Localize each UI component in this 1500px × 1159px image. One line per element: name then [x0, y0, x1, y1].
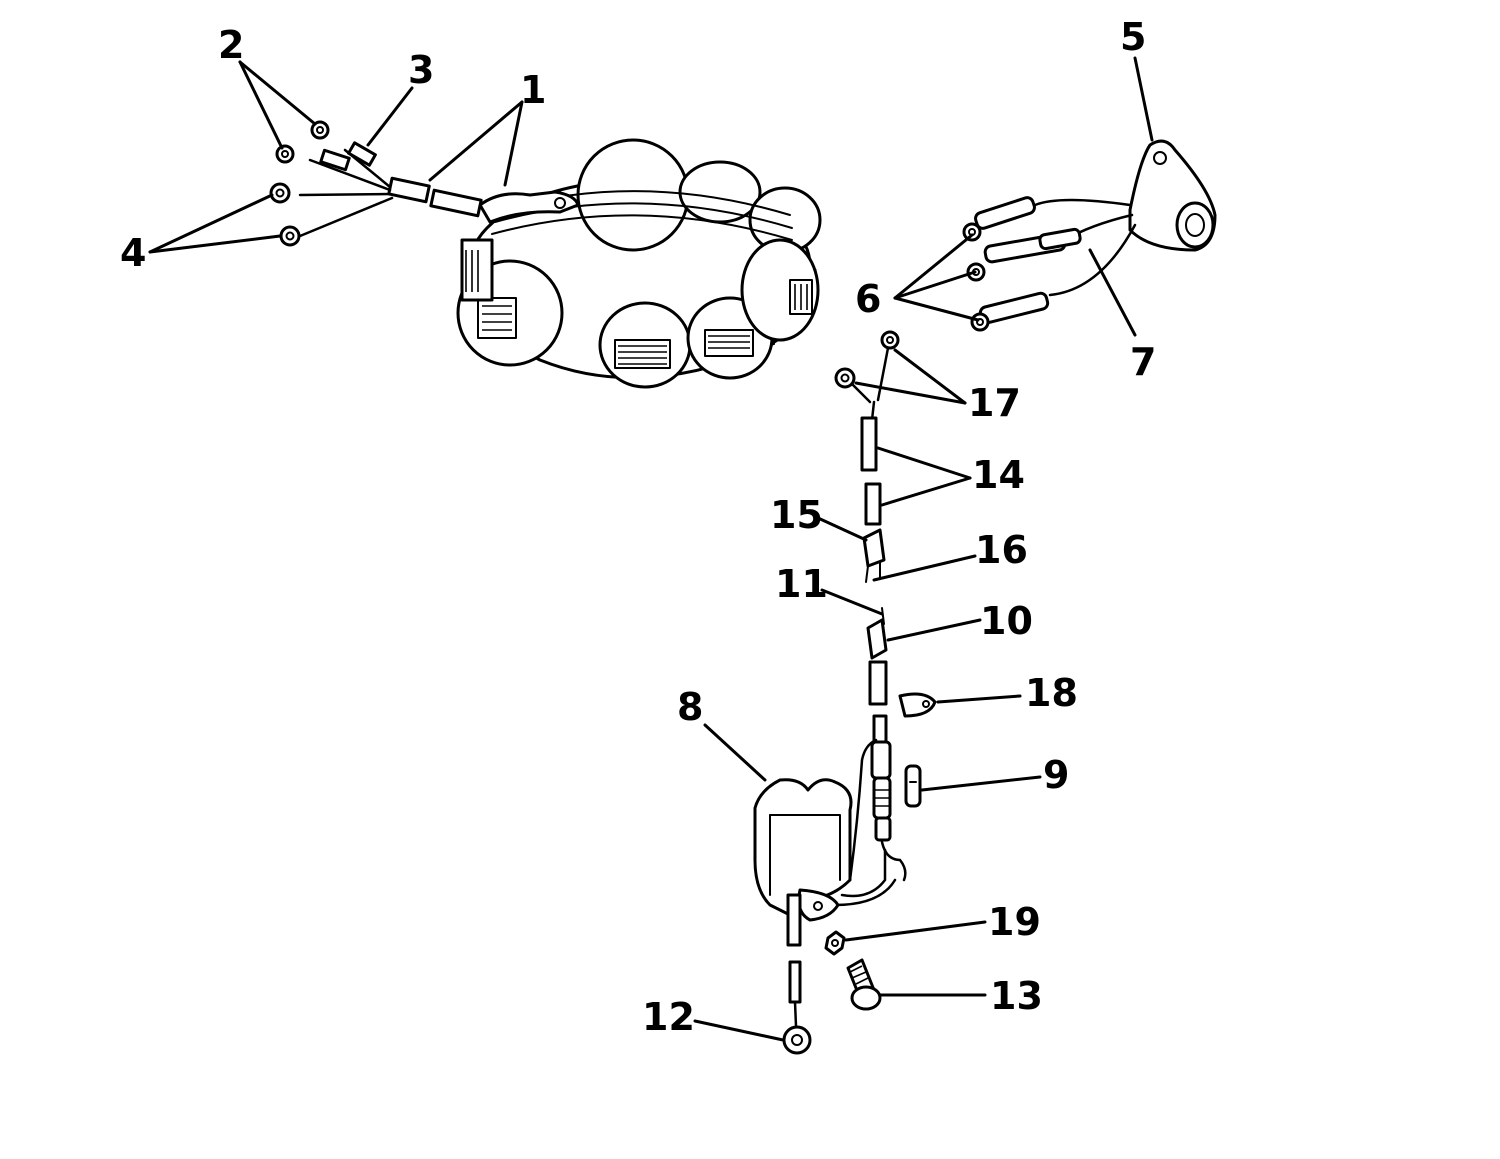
callout-1: 1: [520, 68, 546, 112]
callout-labels: 1 2 3 4 5 6 7 8 9 10 11 12 13 14 15 16 1…: [120, 15, 1156, 1039]
callout-5: 5: [1120, 15, 1146, 59]
ring-terminal: [275, 144, 295, 164]
leader-lines: [148, 56, 1154, 1042]
trigger-assembly: [962, 139, 1217, 332]
harness-lead: [834, 330, 937, 882]
callout-3: 3: [408, 48, 434, 92]
callout-18: 18: [1025, 671, 1078, 715]
callout-11: 11: [775, 562, 828, 606]
callout-8: 8: [677, 685, 703, 729]
ring-terminal: [279, 225, 301, 247]
callout-13: 13: [990, 974, 1043, 1018]
callout-9: 9: [1043, 753, 1069, 797]
callout-17: 17: [968, 381, 1021, 425]
ring-terminal: [310, 120, 330, 140]
stator-leads: [269, 120, 483, 247]
callout-15: 15: [770, 493, 823, 537]
callout-14: 14: [972, 453, 1025, 497]
callout-6: 6: [855, 277, 881, 321]
callout-16: 16: [975, 528, 1028, 572]
callout-7: 7: [1130, 340, 1156, 384]
callout-12: 12: [642, 995, 695, 1039]
stator-assembly: [456, 138, 822, 389]
callout-10: 10: [980, 599, 1033, 643]
callout-2: 2: [218, 23, 244, 67]
ring-terminal: [269, 182, 291, 204]
callout-4: 4: [120, 231, 146, 275]
power-pack: [753, 738, 897, 1055]
callout-19: 19: [988, 900, 1041, 944]
